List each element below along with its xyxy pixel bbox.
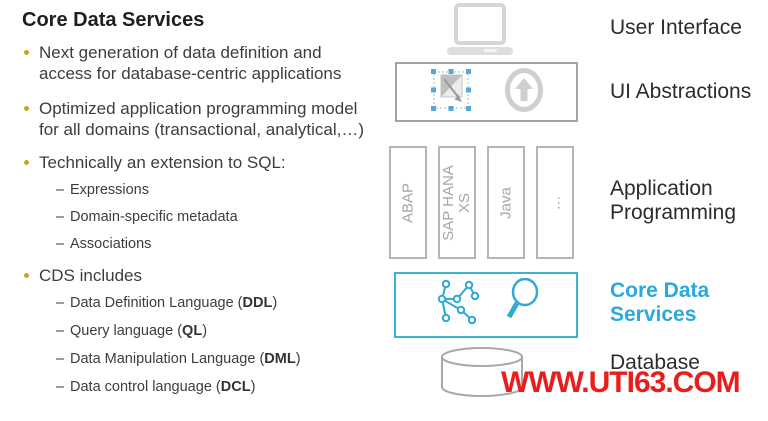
label-database: Database	[610, 351, 700, 374]
bullet-list: Next generation of data definition and a…	[22, 42, 378, 173]
core-data-services-box	[394, 272, 578, 338]
list-item: –Expressions	[22, 181, 378, 199]
abbrev-bold: DML	[264, 351, 296, 367]
list-item: –Data Definition Language (DDL)	[22, 294, 378, 312]
sub-item-text: )	[295, 351, 301, 367]
runtime-box-sap-hana-xs: SAP HANA XS	[438, 146, 476, 259]
page-title: Core Data Services	[22, 9, 205, 31]
abbrev-bold: QL	[182, 323, 203, 339]
runtime-box-abap: ABAP	[389, 146, 427, 259]
bullet-item: Optimized application programming model …	[22, 98, 378, 140]
magnifier-icon	[505, 277, 539, 333]
label-ui-abstractions: UI Abstractions	[610, 80, 752, 103]
sub-item-text: Data Definition Language (	[70, 295, 243, 311]
label-application-programming: Application Programming	[610, 177, 737, 224]
label-user-interface: User Interface	[610, 16, 742, 39]
abbrev-bold: DDL	[242, 295, 273, 311]
watermark: WWW.UTI63.COM	[501, 366, 741, 399]
list-item: –Data control language (DCL)	[22, 378, 378, 396]
sub-item-text: Associations	[70, 236, 152, 252]
runtime-label: SAP HANA XS	[440, 164, 473, 241]
ui-abstractions-box	[395, 62, 578, 122]
list-item: –Domain-specific metadata	[22, 208, 378, 226]
list-item: –Query language (QL)	[22, 322, 378, 340]
sql-sub-list: –Expressions –Domain-specific metadata –…	[22, 181, 378, 253]
sub-item-text: Data Manipulation Language (	[70, 351, 265, 367]
sub-item-text: Query language (	[70, 323, 183, 339]
sub-item-text: Domain-specific metadata	[70, 209, 238, 225]
application-programming-row: ABAP SAP HANA XS Java …	[389, 146, 574, 259]
runtime-box-java: Java	[487, 146, 525, 259]
bullet-item: CDS includes	[22, 265, 378, 286]
sub-item-text: )	[272, 295, 278, 311]
dash-marker: –	[56, 236, 65, 252]
left-text-column: Core Data Services Next generation of da…	[22, 8, 378, 406]
bullet-text: Technically an extension to SQL:	[39, 153, 286, 172]
dash-marker: –	[56, 295, 65, 311]
dash-marker: –	[56, 351, 65, 367]
bullet-dot	[24, 273, 29, 278]
label-core-data-services: Core Data Services	[610, 279, 710, 326]
sub-item-text: )	[250, 379, 256, 395]
bullet-text: Optimized application programming model …	[39, 99, 365, 139]
cds-sub-list: –Data Definition Language (DDL) –Query l…	[22, 294, 378, 396]
selection-frame-icon	[429, 67, 475, 118]
network-graph-icon	[433, 278, 483, 333]
monitor-icon	[446, 3, 514, 60]
runtime-label: Java	[497, 186, 515, 219]
database-cylinder-icon	[440, 346, 524, 403]
bullet-dot	[24, 106, 29, 111]
runtime-label: …	[546, 195, 564, 210]
sub-item-text: Expressions	[70, 182, 149, 198]
bullet-dot	[24, 160, 29, 165]
sub-item-text: Data control language (	[70, 379, 221, 395]
bullet-dot	[24, 50, 29, 55]
sub-item-text: )	[202, 323, 208, 339]
dash-marker: –	[56, 323, 65, 339]
dash-marker: –	[56, 379, 65, 395]
runtime-label: ABAP	[399, 182, 417, 223]
list-item: –Associations	[22, 235, 378, 253]
abbrev-bold: DCL	[220, 379, 251, 395]
up-arrow-circle-icon	[503, 66, 545, 119]
bullet-text: Next generation of data definition and a…	[39, 43, 342, 83]
runtime-box-more: …	[536, 146, 574, 259]
bullet-item: Next generation of data definition and a…	[22, 42, 378, 84]
list-item: –Data Manipulation Language (DML)	[22, 350, 378, 368]
dash-marker: –	[56, 209, 65, 225]
dash-marker: –	[56, 182, 65, 198]
bullet-text: CDS includes	[39, 266, 142, 285]
bullet-item: Technically an extension to SQL:	[22, 152, 378, 173]
bullet-list: CDS includes	[22, 265, 378, 286]
